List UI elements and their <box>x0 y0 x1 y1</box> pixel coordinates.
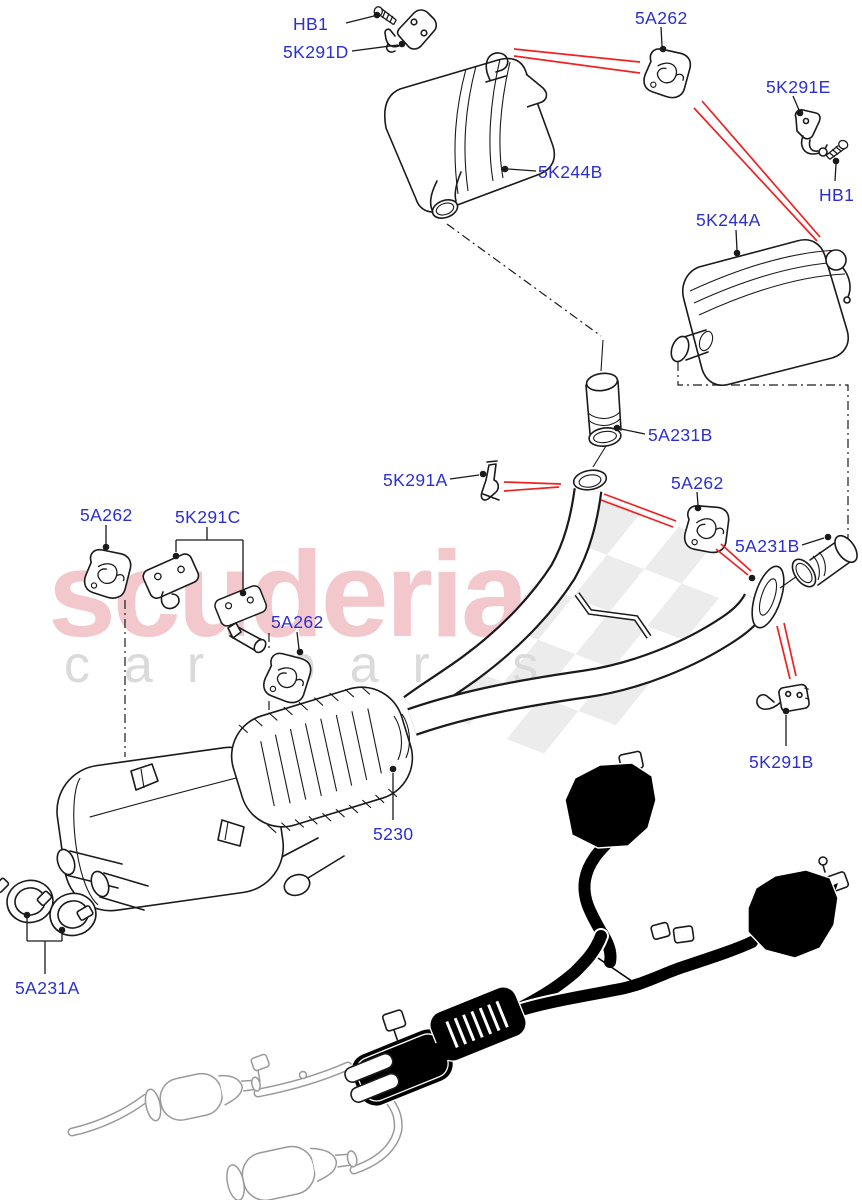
bracket-5k291e-drawing <box>794 109 828 157</box>
clamp-5a231a-drawing <box>0 868 101 942</box>
label-leader-lines <box>23 11 840 974</box>
rear-silencer-pipes-drawing <box>403 469 801 736</box>
part-number-labels: HB1 5K291D 5A262 5K291E HB1 5K244B 5K244… <box>15 8 854 998</box>
bracket-5k291d-drawing <box>384 9 438 53</box>
part-label-5k244b[interactable]: 5K244B <box>538 162 603 182</box>
part-label-hb1-right[interactable]: HB1 <box>819 185 854 205</box>
bracket-5k291a-drawing <box>480 460 500 501</box>
bracket-5a262-top-drawing <box>642 47 693 100</box>
part-label-hb1-top[interactable]: HB1 <box>293 14 328 34</box>
thumbnail-silhouette <box>67 750 850 1200</box>
part-label-5a231a[interactable]: 5A231A <box>15 978 80 998</box>
part-label-5k291c[interactable]: 5K291C <box>175 507 241 527</box>
pin-drawing <box>227 622 267 654</box>
red-leader-lines <box>503 48 821 680</box>
pipe-5a231b-mid-drawing <box>585 372 622 447</box>
part-label-5a262-top[interactable]: 5A262 <box>635 8 688 28</box>
pipe-flange-drawing <box>751 565 801 629</box>
part-label-5a231b-right[interactable]: 5A231B <box>735 536 800 556</box>
part-label-5k291b[interactable]: 5K291B <box>749 752 814 772</box>
part-label-5a262-mid[interactable]: 5A262 <box>671 473 724 493</box>
part-label-5k291a[interactable]: 5K291A <box>383 470 448 490</box>
catalyst-front-drawing <box>144 1072 261 1122</box>
pipe-5a231b-right-drawing <box>791 534 858 588</box>
bracket-5k291c-drawing <box>140 551 270 629</box>
part-label-5k244a[interactable]: 5K244A <box>696 210 761 230</box>
bracket-5k291b-drawing <box>756 683 810 713</box>
part-label-5k291d[interactable]: 5K291D <box>283 42 349 62</box>
catalyst-rear-drawing <box>226 1145 358 1200</box>
part-label-5a262-lower[interactable]: 5A262 <box>271 612 324 632</box>
silencer-5k244b-drawing <box>384 52 556 219</box>
bracket-5a262-left-drawing <box>82 548 133 600</box>
watermark-brand-text: scuderia <box>48 526 530 662</box>
part-label-5230[interactable]: 5230 <box>373 824 414 844</box>
part-label-5a231b-mid[interactable]: 5A231B <box>648 425 713 445</box>
part-label-5a262-left[interactable]: 5A262 <box>80 505 133 525</box>
part-label-5k291e[interactable]: 5K291E <box>766 77 831 97</box>
centre-silencer-drawing <box>56 686 414 912</box>
silencer-5k244a-drawing <box>670 239 851 386</box>
